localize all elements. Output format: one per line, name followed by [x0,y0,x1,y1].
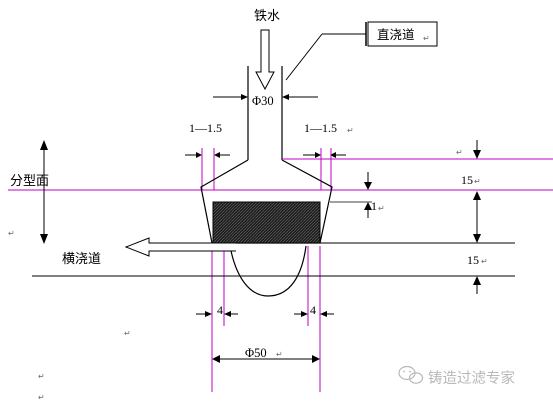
dim-lower-height-label: 15 [467,253,479,267]
return-mark: ↵ [423,34,430,43]
dim-width-left [196,311,238,317]
parting-arrow [40,140,48,244]
filter-block [212,201,321,244]
return-mark: ↵ [378,204,385,213]
sprue-label: 直浇道 [377,27,415,42]
dim-gap-label: 1 [371,199,377,213]
runner-label: 横浇道 [62,252,101,267]
sprue-walls [247,66,283,160]
sprue-well [229,245,307,297]
dim-top-diameter-label: Φ30 [252,94,274,108]
pour-arrow [255,29,275,91]
return-mark: ↵ [276,350,283,359]
dim-upper-height [473,140,481,243]
return-mark: ↵ [8,229,15,238]
dim-width-left-label: 4 [217,303,223,317]
return-mark: ↵ [38,393,45,402]
dim-gap [330,172,372,218]
parting-label: 分型面 [10,174,49,189]
dim-bottom-diameter-label: Φ50 [245,346,267,360]
sprue-leader [285,22,367,81]
watermark: 铸造过滤专家 [398,365,515,387]
return-mark: ↵ [481,257,488,266]
dim-width-right-label: 4 [310,303,316,317]
dim-width-right [294,311,334,317]
dim-lower-height [473,276,481,294]
runner-lines [32,242,515,277]
watermark-text: 铸造过滤专家 [428,370,515,387]
dim-taper-right [303,152,346,158]
dim-taper-left-label: 1—1.5 [189,121,222,135]
magenta-lines [8,148,553,392]
dim-taper-right-label: 1—1.5 [304,121,337,135]
return-mark: ↵ [347,126,354,135]
return-mark: ↵ [38,372,45,381]
runner-arrow [124,237,236,257]
sprue-label-box [367,21,438,47]
dim-bottom-diameter [212,355,320,363]
dim-top-diameter [213,94,318,100]
return-mark: ↵ [124,329,131,338]
dim-upper-height-label: 15 [461,173,473,187]
return-mark: ↵ [474,177,481,186]
wechat-icon [398,365,424,384]
return-mark: ↵ [456,148,463,157]
dim-taper-left [185,152,230,158]
pour-label: 铁水 [254,9,280,24]
